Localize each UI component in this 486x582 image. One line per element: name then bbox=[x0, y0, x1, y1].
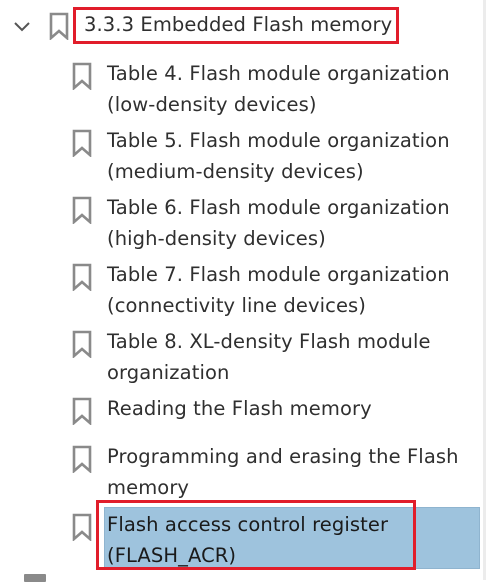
bookmark-item[interactable]: Reading the Flash memory bbox=[0, 393, 486, 427]
chevron-down-icon[interactable] bbox=[12, 20, 32, 34]
bookmark-label: Table 6. Flash module organization (high… bbox=[107, 196, 450, 250]
bookmark-label: Table 7. Flash module organization (conn… bbox=[107, 263, 450, 317]
bookmark-label: Reading the Flash memory bbox=[107, 397, 372, 420]
bookmark-label: Programming and erasing the Flash memory bbox=[107, 445, 459, 499]
bookmark-item[interactable]: Table 8. XL-density Flash module organiz… bbox=[0, 326, 486, 390]
bookmark-item[interactable]: Table 5. Flash module organization (medi… bbox=[0, 125, 486, 189]
bookmark-parent-row[interactable]: 3.3.3 Embedded Flash memory bbox=[0, 6, 486, 46]
bookmark-icon-partial bbox=[24, 574, 46, 582]
bookmark-item[interactable]: Programming and erasing the Flash memory bbox=[0, 441, 486, 505]
bookmark-label: Table 8. XL-density Flash module organiz… bbox=[107, 330, 431, 384]
bookmark-icon bbox=[71, 397, 93, 425]
bookmark-icon bbox=[71, 129, 93, 157]
bookmark-item[interactable]: Table 6. Flash module organization (high… bbox=[0, 192, 486, 256]
bookmark-icon bbox=[71, 330, 93, 358]
bookmark-icon bbox=[71, 62, 93, 90]
bookmark-label: Flash access control register (FLASH_ACR… bbox=[107, 513, 389, 567]
scrollbar-track[interactable] bbox=[483, 0, 486, 580]
bookmark-item[interactable]: Table 4. Flash module organization (low-… bbox=[0, 58, 486, 122]
bookmark-icon bbox=[48, 12, 70, 40]
bookmark-label: Table 5. Flash module organization (medi… bbox=[107, 129, 450, 183]
bookmark-icon bbox=[71, 445, 93, 473]
bookmark-parent-label: 3.3.3 Embedded Flash memory bbox=[84, 13, 393, 36]
bookmark-icon bbox=[71, 513, 93, 541]
bookmark-label: Table 4. Flash module organization (low-… bbox=[107, 62, 450, 116]
bookmark-item-selected[interactable]: Flash access control register (FLASH_ACR… bbox=[0, 509, 486, 571]
bookmark-icon bbox=[71, 263, 93, 291]
bookmark-icon bbox=[71, 196, 93, 224]
bookmark-item[interactable]: Table 7. Flash module organization (conn… bbox=[0, 259, 486, 323]
